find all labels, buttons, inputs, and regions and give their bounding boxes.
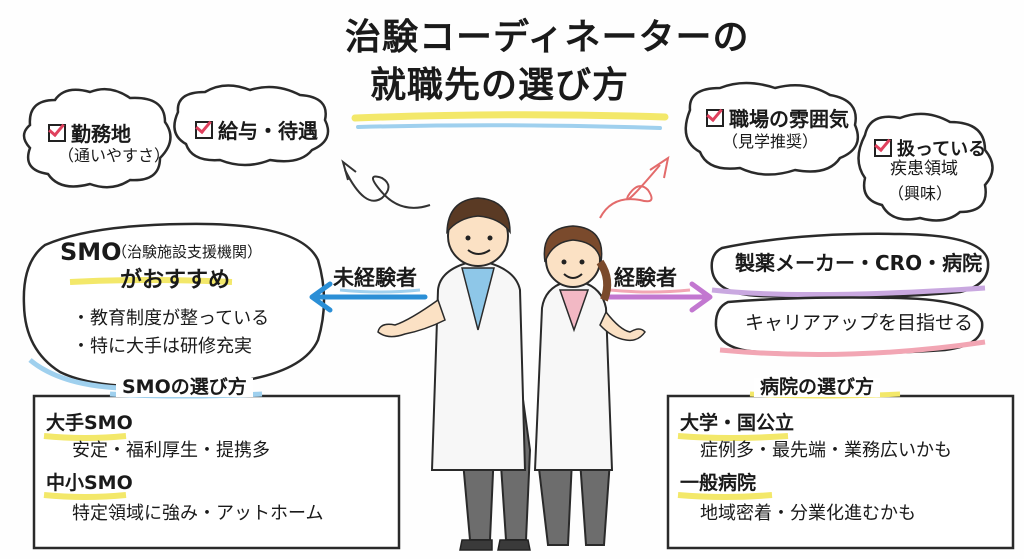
smo-title: SMO [60,238,122,266]
disease-label: 扱っている [897,139,987,160]
title-highlight-yellow [351,111,669,122]
smo-bullet-2: ・特に大手は研修充実 [72,336,252,357]
general-desc: 地域密着・分業化進むかも [700,503,916,524]
curly-arrow-right-head [649,155,670,179]
salary-label: 給与・待遇 [218,119,318,143]
arrow-right-head [689,281,713,313]
checklist-atmosphere: 職場の雰囲気 [706,103,849,132]
smo-note: （治験施設支援機関） [112,243,263,261]
worklocation-label: 勤務地 [71,122,131,146]
worklocation-sub: （通いやすさ） [58,146,171,165]
curly-arrow-left [344,169,431,209]
smo-choice-heading: SMOの選び方 [116,378,253,397]
bubble-career-2 [714,296,984,355]
curly-arrow-right [599,164,661,219]
bubble-career-accent [711,285,986,298]
checkbox-icon [874,139,892,157]
hospital-choice-heading: 病院の選び方 [754,378,881,397]
arrow-left-head [309,281,333,313]
cloud-worklocation [22,87,172,189]
small-smo-desc: 特定領域に強み・アットホーム [72,503,324,524]
cloud-atmosphere [684,81,860,176]
career-up: キャリアアップを目指せる [745,312,974,334]
univ-highlight [677,433,789,441]
curly-arrow-left-head [341,159,357,181]
female-doctor-figure [533,225,646,546]
checklist-worklocation: 勤務地 [48,118,131,147]
disease-sub2: （興味） [888,184,953,203]
general-highlight [677,492,773,500]
cloud-salary [173,84,330,167]
atmosphere-sub: （見学推奨） [722,132,819,151]
univ-title: 大学・国公立 [680,412,795,434]
label-right-highlight [609,288,691,294]
univ-desc: 症例多・最先端・業務広いかも [700,440,952,461]
checkbox-icon [48,123,66,142]
smo-choice-box [32,394,401,550]
smo-bullet-1: ・教育制度が整っている [72,308,270,329]
male-doctor-figure [377,197,532,551]
small-smo-highlight [43,492,127,500]
checkbox-icon [706,108,724,127]
hospital-choice-box [666,394,1015,550]
disease-sub1: 疾患領域 [890,159,958,179]
experienced-label: 経験者 [614,266,677,290]
general-title: 一般病院 [680,472,757,494]
career-destinations: 製薬メーカー・CRO・病院 [735,251,983,275]
bubble-career-accent-2 [719,339,986,357]
title-line1: 治験コーディネーターの [345,17,750,58]
cloud-disease [857,112,994,222]
checklist-disease: 扱っている [874,135,986,161]
checklist-salary: 給与・待遇 [195,115,318,144]
small-smo-title: 中小SMO [46,472,133,494]
smo-highlight [69,277,233,285]
title-line2: 就職先の選び方 [370,65,630,106]
large-smo-desc: 安定・福利厚生・提携多 [72,440,270,461]
title-highlight-blue [356,123,662,130]
bubble-smo [22,222,326,389]
atmosphere-label: 職場の雰囲気 [729,107,849,131]
label-left-highlight [339,288,421,294]
large-smo-title: 大手SMO [46,412,133,434]
bubble-left-accent [28,358,121,391]
inexperienced-label: 未経験者 [333,266,417,290]
checkbox-icon [195,120,213,139]
smo-recommend: がおすすめ [120,268,231,293]
large-smo-highlight [43,433,127,441]
